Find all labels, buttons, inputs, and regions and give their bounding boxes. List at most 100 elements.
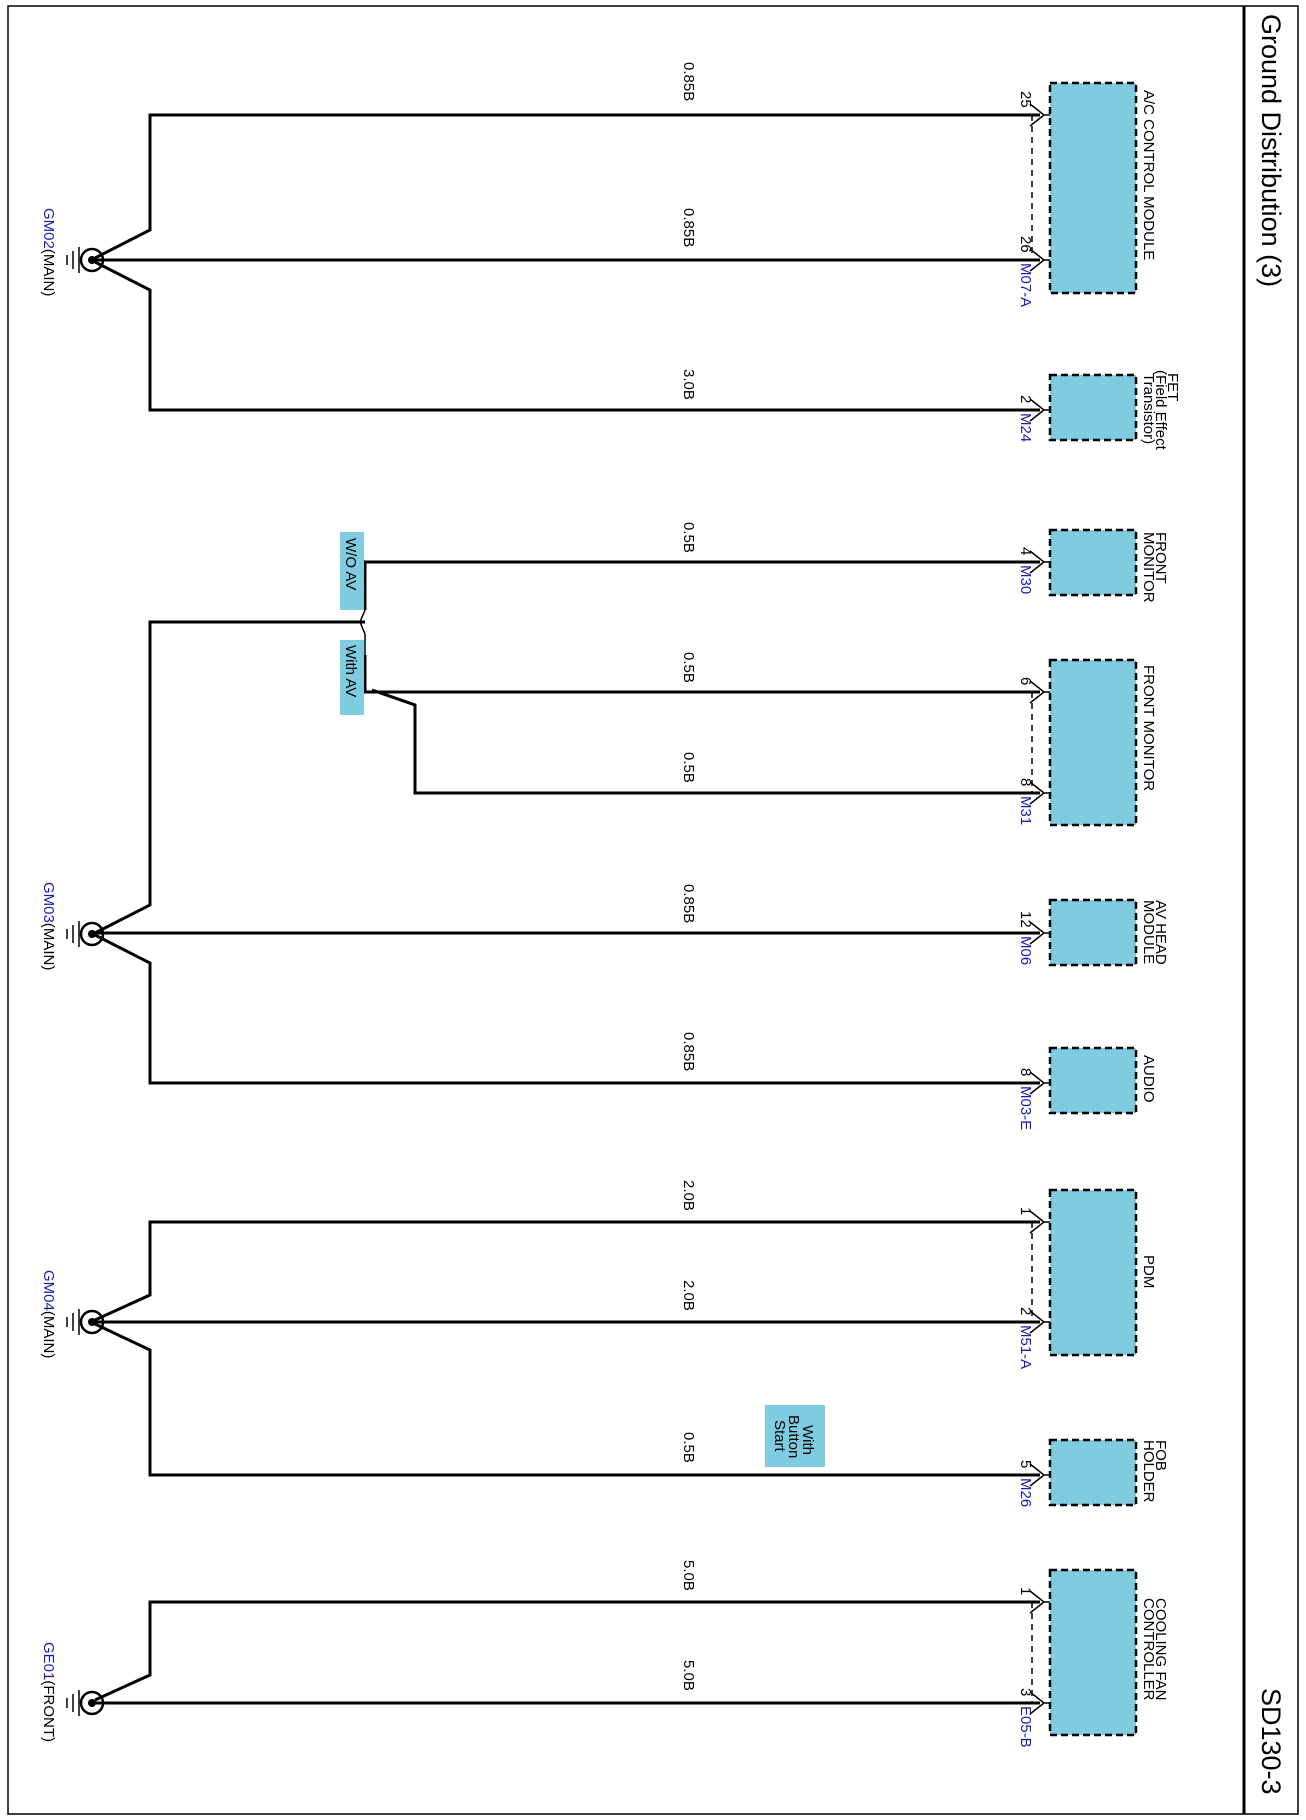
- connector-terminal-icon: [1029, 1310, 1050, 1334]
- wire-pin8-with-av: [371, 688, 1040, 795]
- connector-id-e05b: E05-B: [1017, 1706, 1034, 1748]
- module-name-audio: AUDIO: [1140, 1055, 1157, 1103]
- wire-spec: 0.5B: [680, 752, 697, 783]
- pin-number: 8: [1017, 1068, 1034, 1076]
- ground-label-gm02: GM02(MAIN): [40, 208, 57, 296]
- module-name-front-monitor-line2: MONITOR: [1140, 532, 1157, 603]
- ground-symbol-icon: [66, 1309, 105, 1335]
- connector-id-m26: M26: [1017, 1478, 1034, 1507]
- wire-spec: 0.5B: [680, 1432, 697, 1463]
- pin-number: 1: [1017, 1207, 1034, 1215]
- ground-label-gm03: GM03(MAIN): [40, 882, 57, 970]
- page-id: SD130-3: [1256, 1688, 1286, 1795]
- connector-terminal-icon: [1029, 921, 1050, 945]
- connector-terminal-icon: [1029, 1590, 1050, 1614]
- connector-terminal-icon: [1029, 1463, 1050, 1487]
- connector-terminal-icon: [1029, 680, 1050, 704]
- connector-terminal-icon: [1029, 1210, 1050, 1234]
- module-name-fob-line1: FOB: [1152, 1440, 1169, 1471]
- module-name-front-monitor-m31: FRONT MONITOR: [1140, 665, 1157, 791]
- pin-number: 3: [1017, 1688, 1034, 1696]
- page-border: [7, 5, 1299, 1815]
- module-name-front-monitor-line1: FRONT: [1152, 532, 1169, 584]
- connector-terminal-icon: [1029, 398, 1050, 422]
- wire-spec: 3.0B: [680, 369, 697, 400]
- connector-terminal-icon: [1029, 103, 1050, 127]
- module-av-head: [1048, 898, 1138, 967]
- wire-fan-pin1: [94, 1600, 1040, 1702]
- pin-number: 25: [1017, 91, 1034, 108]
- ground-group-gm04: [94, 1188, 1138, 1507]
- wire-pin6-with-av: [363, 655, 1040, 694]
- ground-group-ge01: [94, 1568, 1138, 1737]
- wire-spec: 5.0B: [680, 1660, 697, 1691]
- module-audio: [1048, 1046, 1138, 1115]
- pin-number: 6: [1017, 677, 1034, 685]
- wire-pdm-pin1: [94, 1220, 1040, 1322]
- wire-spec: 0.5B: [680, 652, 697, 683]
- connector-terminal-icon: [1029, 1691, 1050, 1715]
- option-label-with-button-start-line1: With: [799, 1425, 816, 1455]
- connector-id-m31: M31: [1017, 796, 1034, 825]
- module-front-monitor-m30: [1048, 528, 1138, 597]
- module-name-fet-line1: FET: [1164, 373, 1181, 401]
- wire-fet-pin2: [94, 260, 1040, 412]
- ground-group-gm03: [94, 528, 1138, 1115]
- module-fob-holder: [1048, 1438, 1138, 1507]
- wire-spec: 2.0B: [680, 1280, 697, 1311]
- connector-terminal-icon: [1029, 248, 1050, 272]
- pin-number: 2: [1017, 395, 1034, 403]
- pin-number: 26: [1017, 236, 1034, 253]
- module-name-pdm: PDM: [1140, 1255, 1157, 1288]
- wire-spec: 2.0B: [680, 1180, 697, 1211]
- module-fet: [1048, 373, 1138, 442]
- option-label-bg: [340, 640, 364, 715]
- module-name-ac-control: A/C CONTROL MODULE: [1140, 90, 1157, 260]
- pin-number: 8: [1017, 778, 1034, 786]
- module-name-av-head-line2: MODULE: [1140, 900, 1157, 964]
- diagram-title: Ground Distribution (3): [1256, 14, 1286, 287]
- module-cooling-fan-controller: [1048, 1568, 1138, 1737]
- connector-id-m07a: M07-A: [1017, 263, 1034, 307]
- module-name-fob-line2: HOLDER: [1140, 1440, 1157, 1503]
- wire-fob-pin5: [94, 1322, 1040, 1477]
- option-label-bg: [765, 1405, 825, 1467]
- connector-id-m30: M30: [1017, 565, 1034, 594]
- pin-number: 2: [1017, 1307, 1034, 1315]
- ground-label-gm04: GM04(MAIN): [40, 1270, 57, 1358]
- wire-spec: 5.0B: [680, 1560, 697, 1591]
- wire-pin25: [94, 113, 1040, 260]
- connector-terminal-icon: [1029, 781, 1050, 805]
- connector-id-m51a: M51-A: [1017, 1325, 1034, 1369]
- pin-number: 4: [1017, 547, 1034, 555]
- ground-symbol-icon: [66, 247, 105, 273]
- connector-terminal-icon: [1029, 1071, 1050, 1095]
- module-name-av-head-line1: AV HEAD: [1152, 900, 1169, 965]
- wire-spec: 0.5B: [680, 522, 697, 553]
- wire-spec: 0.85B: [680, 62, 697, 101]
- connector-terminal-icon: [1029, 550, 1050, 574]
- module-name-fet-line2: (Field Effect: [1152, 370, 1169, 451]
- pin-number: 5: [1017, 1460, 1034, 1468]
- option-label-with-button-start-line2: Button: [785, 1415, 802, 1458]
- wire-spec: 0.85B: [680, 884, 697, 923]
- connector-id-m06: M06: [1017, 936, 1034, 965]
- ground-symbol-icon: [66, 1690, 105, 1716]
- connector-id-m03e: M03-E: [1017, 1086, 1034, 1130]
- wire-pin4-wo-av: [363, 560, 1040, 610]
- option-label-bg: [340, 532, 364, 610]
- wire-audio-pin8: [94, 933, 1040, 1085]
- module-ac-control: [1048, 81, 1138, 295]
- option-label-with-button-start-line3: Start: [771, 1420, 788, 1453]
- module-pdm: [1048, 1188, 1138, 1357]
- ground-group-gm02: [94, 81, 1138, 442]
- ground-symbol-icon: [66, 921, 105, 947]
- module-name-cooling-fan-line2: CONTROLLER: [1140, 1598, 1157, 1701]
- module-name-fet-line3: Transistor): [1140, 373, 1157, 444]
- module-front-monitor-m31: [1048, 658, 1138, 827]
- pin-number: 1: [1017, 1587, 1034, 1595]
- option-label-with-av: With AV: [342, 645, 359, 697]
- wire-spec: 0.85B: [680, 208, 697, 247]
- option-label-wo-av: W/O AV: [342, 538, 359, 590]
